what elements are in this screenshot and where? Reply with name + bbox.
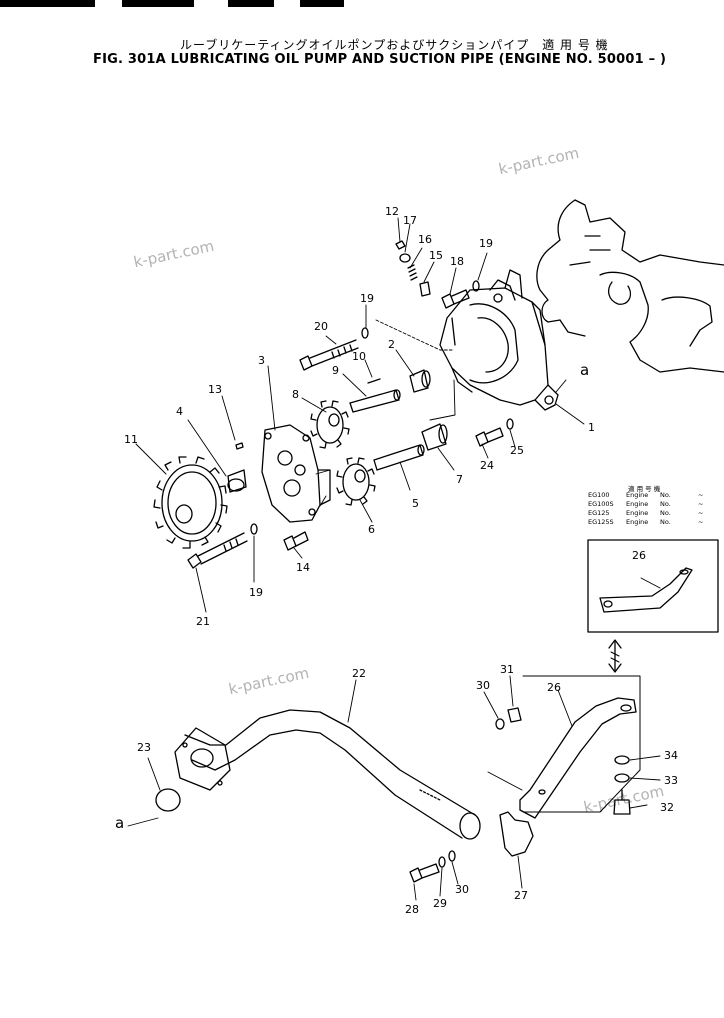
lower-gear <box>336 457 376 506</box>
engine-cell: Engine <box>626 518 649 526</box>
bracket-lower <box>519 697 637 819</box>
range-cell: ~ <box>698 509 704 517</box>
applicability-table: 適 用 号 機 EG100 Engine No. ~ EG100S Engine… <box>588 485 718 527</box>
part-label: 5 <box>412 497 419 510</box>
bolt-24 <box>475 418 514 447</box>
part-label: 23 <box>137 741 151 754</box>
bolt-14 <box>283 531 309 551</box>
nut-31 <box>507 707 522 723</box>
part-label: 7 <box>456 473 463 486</box>
part-label: 17 <box>403 214 417 227</box>
applicability-header: 適 用 号 機 <box>628 485 661 493</box>
suction-pipe <box>174 709 481 840</box>
reference-letter: a <box>115 814 125 832</box>
part-label: 30 <box>476 679 490 692</box>
shafts <box>349 389 425 471</box>
bracket-inset <box>599 567 693 613</box>
part-label: 29 <box>433 897 447 910</box>
part-label: 18 <box>450 255 464 268</box>
part-label: 2 <box>388 338 395 351</box>
no-cell: No. <box>660 491 671 499</box>
part-label: 31 <box>500 663 514 676</box>
figure-title: FIG. 301A LUBRICATING OIL PUMP AND SUCTI… <box>93 52 667 67</box>
scan-edge-bar <box>0 0 95 7</box>
bracket-27 <box>499 811 534 857</box>
part-label: 3 <box>258 354 265 367</box>
scan-edge-bar <box>228 0 274 7</box>
table-row: EG125S Engine No. ~ <box>588 518 718 527</box>
bolt-28 <box>409 850 456 883</box>
part-label: 10 <box>352 350 366 363</box>
part-label: 19 <box>479 237 493 250</box>
bushings-2-7 <box>409 369 448 451</box>
part-label: 19 <box>360 292 374 305</box>
part-label: 8 <box>292 388 299 401</box>
part-label: 15 <box>429 249 443 262</box>
part-label: 33 <box>664 774 678 787</box>
oil-pump-body <box>439 269 559 411</box>
part-label: 19 <box>249 586 263 599</box>
range-cell: ~ <box>698 518 704 526</box>
bolt-20 <box>299 327 369 371</box>
part-label: 16 <box>418 233 432 246</box>
detail-frame <box>522 675 641 813</box>
engine-cell: Engine <box>626 491 649 499</box>
part-label: 22 <box>352 667 366 680</box>
bushing <box>227 469 247 493</box>
model-cell: EG125 <box>588 509 610 517</box>
part-label: 28 <box>405 903 419 916</box>
bolt-18 <box>441 280 480 309</box>
part-label: 9 <box>332 364 339 377</box>
double-arrow <box>608 639 622 673</box>
part-label: 14 <box>296 561 310 574</box>
part-label: 12 <box>385 205 399 218</box>
scan-edge-bar <box>300 0 344 7</box>
part-label: 27 <box>514 889 528 902</box>
part-label: 32 <box>660 801 674 814</box>
part-label: 20 <box>314 320 328 333</box>
washer-30 <box>495 718 505 730</box>
leader-lines <box>127 217 661 901</box>
no-cell: No. <box>660 509 671 517</box>
table-row: EG125 Engine No. ~ <box>588 509 718 518</box>
part-label: 6 <box>368 523 375 536</box>
inset-box <box>587 539 719 633</box>
model-cell: EG100 <box>588 491 610 499</box>
figure-title-japanese: ルーブリケーティングオイルポンプおよびサクションパイプ 適 用 号 機 <box>180 38 609 52</box>
table-row: EG100 Engine No. ~ <box>588 491 718 500</box>
engine-cell: Engine <box>626 509 649 517</box>
range-cell: ~ <box>698 500 704 508</box>
part-label: 11 <box>124 433 138 446</box>
relief-valve-parts <box>395 240 431 297</box>
part-label: 25 <box>510 444 524 457</box>
no-cell: No. <box>660 518 671 526</box>
part-label: 1 <box>588 421 595 434</box>
scan-edge-bar <box>122 0 194 7</box>
pin <box>235 442 244 450</box>
part-label: 4 <box>176 405 183 418</box>
part-label: 34 <box>664 749 678 762</box>
model-cell: EG125S <box>588 518 614 526</box>
upper-gear <box>310 400 350 449</box>
pump-cover-plate <box>261 424 331 523</box>
part-label: 13 <box>208 383 222 396</box>
table-row: EG100S Engine No. ~ <box>588 500 718 509</box>
model-cell: EG100S <box>588 500 614 508</box>
part-label: 24 <box>480 459 494 472</box>
o-ring <box>155 788 181 812</box>
reference-letter: a <box>580 361 590 379</box>
range-cell: ~ <box>698 491 704 499</box>
part-label: 26 <box>632 549 646 562</box>
drive-gear <box>153 456 228 549</box>
engine-cell: Engine <box>626 500 649 508</box>
bolt-21 <box>187 523 258 569</box>
part-label: 26 <box>547 681 561 694</box>
stud-and-nuts <box>613 755 631 815</box>
engine-block-outline <box>536 199 724 373</box>
part-label: 30 <box>455 883 469 896</box>
no-cell: No. <box>660 500 671 508</box>
part-label: 21 <box>196 615 210 628</box>
pin <box>367 378 381 384</box>
